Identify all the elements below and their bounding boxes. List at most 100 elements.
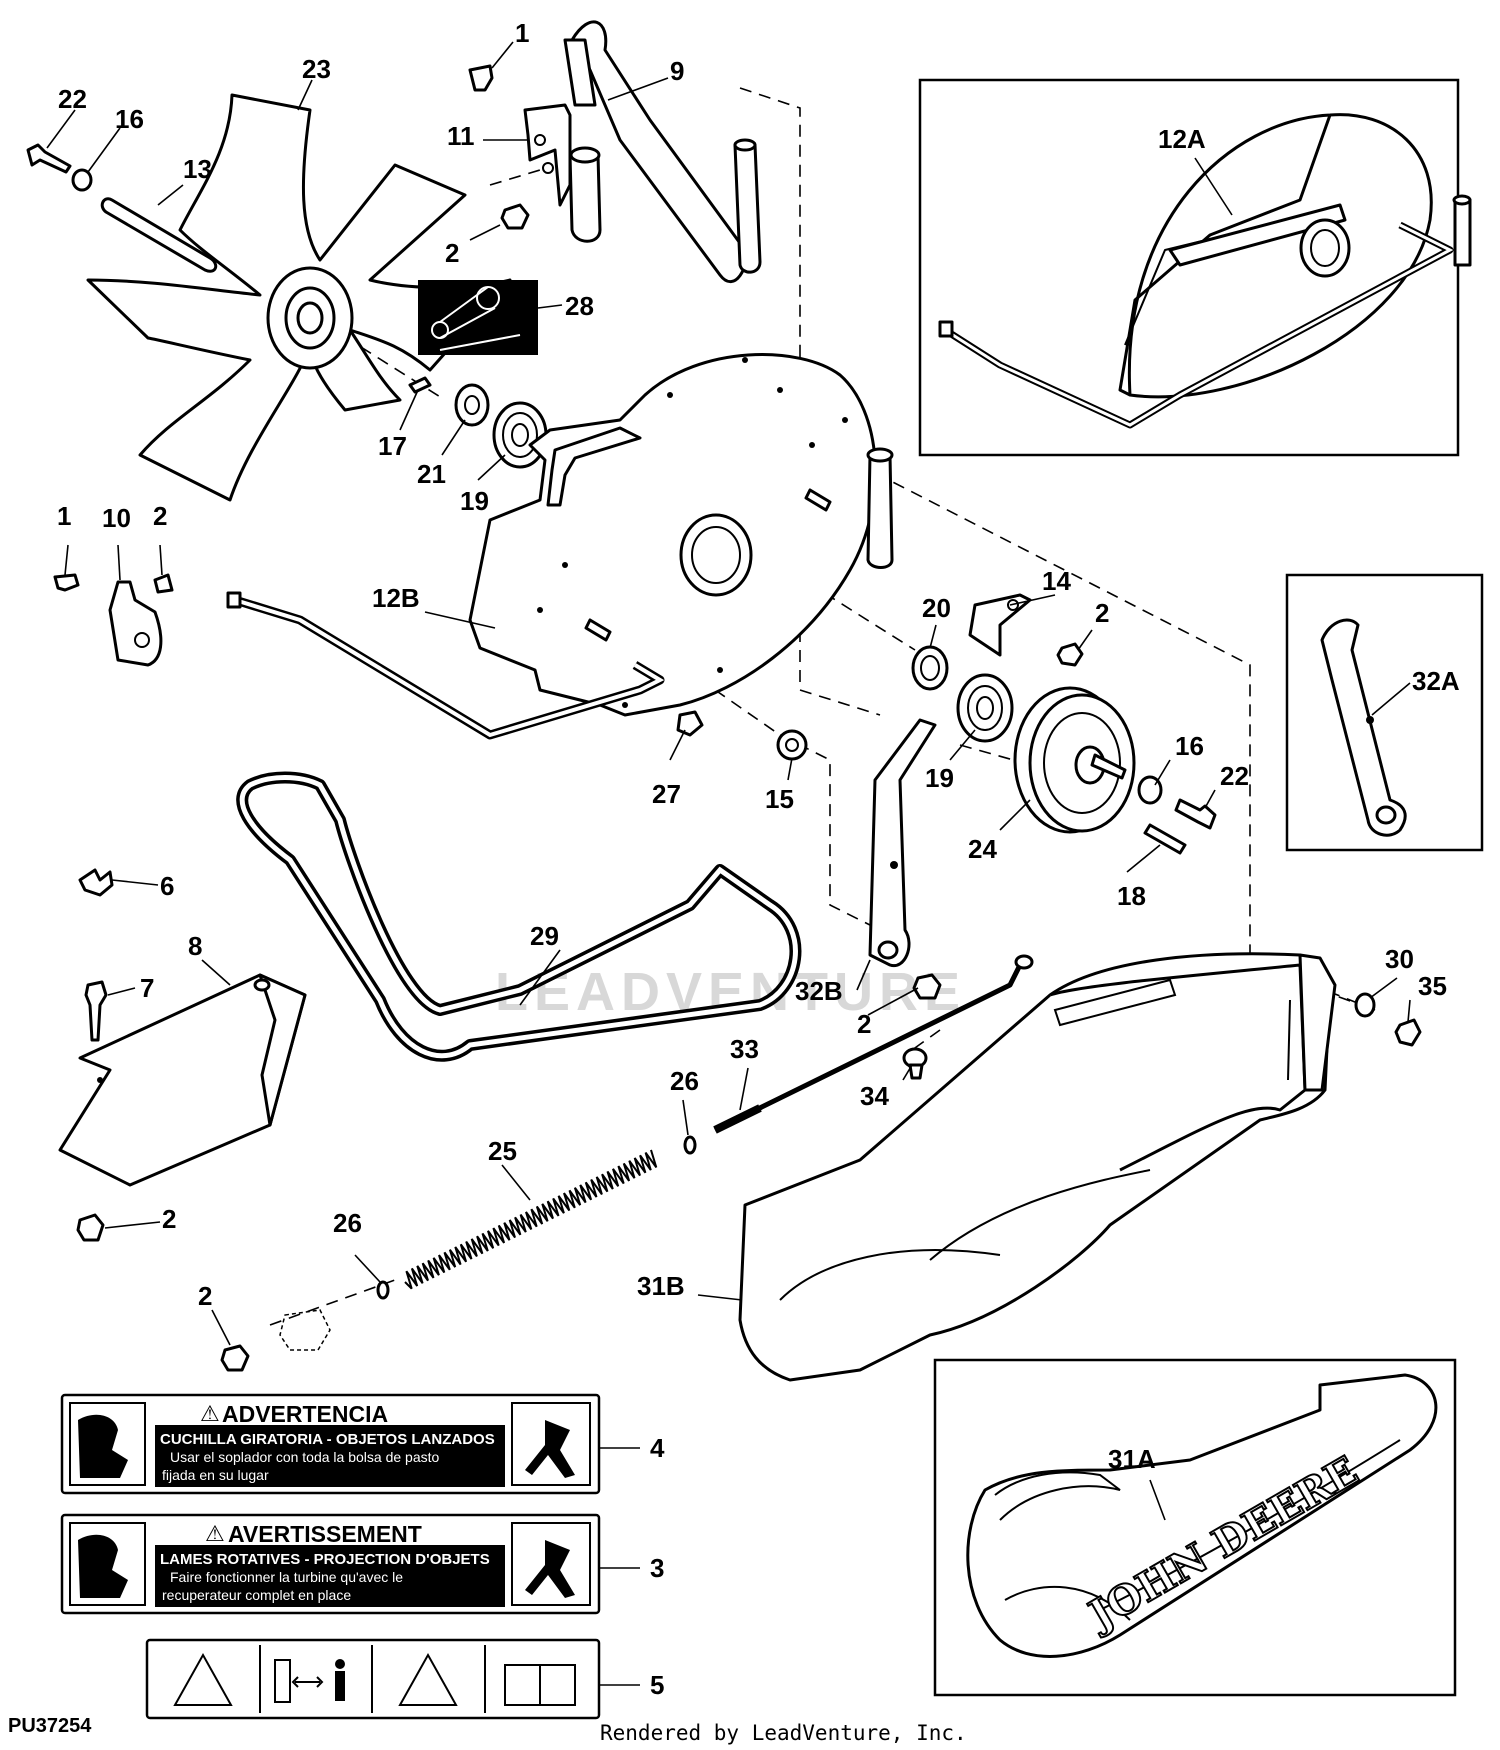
decal-4-spanish: ADVERTENCIA ⚠ CUCHILLA GIRATORIA - OBJET…: [60, 1393, 601, 1495]
bearing-19-lower: [956, 673, 1014, 743]
decal-28: [418, 280, 538, 355]
callout-2-f: 2: [198, 1281, 212, 1311]
figure-id: PU37254: [8, 1715, 92, 1737]
washer-16-top: [71, 168, 93, 192]
rod-33: [713, 954, 1034, 1134]
decal-3-line2: Faire fonctionner la turbine qu'avec le: [170, 1569, 403, 1585]
callout-29: 29: [530, 921, 559, 951]
nut-35: [1394, 1018, 1422, 1047]
shield-8: [58, 973, 307, 1187]
warning-triangle-icon: ⚠: [200, 1402, 220, 1427]
nut-2-a: [500, 203, 530, 230]
nut-2-d: [912, 973, 942, 1000]
callout-26-b: 26: [333, 1208, 362, 1238]
phantom-nut: [279, 1309, 331, 1351]
shaft-13: [100, 197, 218, 273]
callout-28: 28: [565, 291, 594, 321]
callout-32a: 32A: [1412, 666, 1460, 696]
decal-3-line1: LAMES ROTATIVES - PROJECTION D'OBJETS: [160, 1551, 490, 1568]
decal-3-title: AVERTISSEMENT: [228, 1521, 422, 1547]
callout-19-b: 19: [925, 763, 954, 793]
key-17: [408, 376, 432, 394]
callout-30: 30: [1385, 944, 1414, 974]
callout-8: 8: [188, 931, 202, 961]
callout-24: 24: [968, 834, 997, 864]
inset-12a: 12A: [918, 78, 1472, 457]
callout-26: 26: [670, 1066, 699, 1096]
callout-6: 6: [160, 871, 174, 901]
spring-25: [404, 1149, 658, 1290]
decal-4-line1: CUCHILLA GIRATORIA - OBJETOS LANZADOS: [160, 1431, 495, 1448]
callout-1: 1: [515, 18, 529, 48]
bracket-32b: [868, 718, 937, 968]
pulley-24: [1013, 686, 1136, 834]
decal-4-title: ADVERTENCIA: [222, 1401, 388, 1427]
rod-9: [563, 20, 762, 284]
callout-25: 25: [488, 1136, 517, 1166]
nut-2-e: [76, 1213, 105, 1242]
bracket-14: [968, 593, 1032, 657]
callout-22-b: 22: [1220, 761, 1249, 791]
callout-13: 13: [183, 154, 212, 184]
washer-15: [776, 729, 808, 761]
bolt-22-right: [1174, 798, 1217, 830]
callout-2: 2: [445, 238, 459, 268]
callout-33: 33: [730, 1034, 759, 1064]
callout-12b: 12B: [372, 583, 420, 613]
callout-12a: 12A: [1158, 124, 1206, 154]
decal-4-line2: Usar el soplador con toda la bolsa de pa…: [170, 1449, 439, 1465]
callout-16: 16: [115, 104, 144, 134]
callout-21: 21: [417, 459, 446, 489]
callout-3: 3: [650, 1553, 664, 1583]
decal-5-symbols: [145, 1638, 601, 1720]
callout-2-e: 2: [162, 1204, 176, 1234]
decal-4-line3: fijada en su lugar: [162, 1467, 269, 1483]
callout-31b: 31B: [637, 1271, 685, 1301]
nut-2-c: [1056, 642, 1084, 667]
knob-34: [902, 1047, 928, 1080]
callout-16-b: 16: [1175, 731, 1204, 761]
callout-32b: 32B: [795, 976, 843, 1006]
belt-29: [236, 771, 802, 1062]
callout-35: 35: [1418, 971, 1447, 1001]
manual-book-icon: [504, 1664, 576, 1706]
nut-2-f: [220, 1344, 250, 1372]
wing-nut-6: [78, 868, 114, 897]
spacer-21: [454, 383, 490, 427]
callout-14: 14: [1042, 566, 1071, 596]
washer-26-upper: [683, 1135, 697, 1155]
nut-27: [676, 710, 704, 737]
callout-1-b: 1: [57, 501, 71, 531]
shield-31b: [738, 952, 1337, 1382]
warning-triangle-icon: ⚠: [205, 1522, 225, 1547]
housing-plate-12b: [226, 353, 894, 740]
callout-9: 9: [670, 56, 684, 86]
bushing-20: [911, 645, 949, 691]
callout-18: 18: [1117, 881, 1146, 911]
callout-2-d: 2: [857, 1009, 871, 1039]
callout-11: 11: [447, 121, 475, 151]
warning-debris-icon: [398, 1652, 458, 1706]
callout-2-c: 2: [1095, 598, 1109, 628]
callout-15: 15: [765, 784, 794, 814]
callout-4: 4: [650, 1433, 665, 1463]
callouts: 1 9 22 23 16 13 11 2 28 17 21 19 1 10 2 …: [57, 18, 1447, 1700]
callout-31a: 31A: [1108, 1444, 1156, 1474]
callout-2-b: 2: [153, 501, 167, 531]
callout-22: 22: [58, 84, 87, 114]
clip-10: [53, 573, 174, 667]
bracket-11: [523, 103, 572, 207]
washer-30: [1354, 992, 1376, 1018]
bolt-22-top: [26, 143, 72, 174]
bolt-1-top: [468, 64, 494, 92]
callout-5: 5: [650, 1670, 664, 1700]
key-18: [1143, 823, 1187, 855]
inset-31a: JOHN DEERE 31A: [933, 1358, 1457, 1697]
washer-26-lower: [376, 1280, 390, 1300]
inset-32a: 32A: [1285, 573, 1484, 852]
warning-blade-icon: [173, 1652, 233, 1706]
callout-23: 23: [302, 54, 331, 84]
callout-27: 27: [652, 779, 681, 809]
callout-34: 34: [860, 1081, 889, 1111]
